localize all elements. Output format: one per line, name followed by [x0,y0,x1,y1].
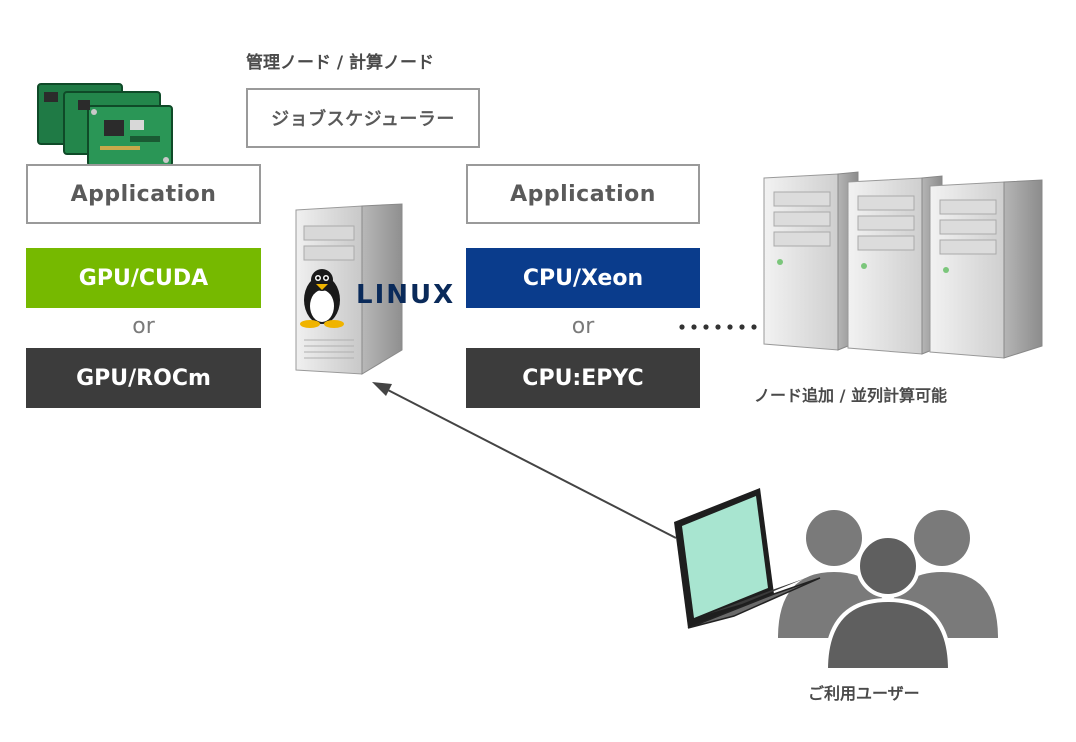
right-or-label: or [571,314,595,339]
tower-server-icon [295,203,403,375]
users-caption: ご利用ユーザー [808,684,920,703]
gpu-cuda-label: GPU/CUDA [78,265,209,291]
left-application-box: Application [26,164,261,224]
cpu-epyc-label: CPU:EPYC [522,365,644,391]
server-rack-icon [763,171,1043,359]
left-or-label: or [132,314,155,339]
users-icon [778,510,998,672]
right-application-box: Application [466,164,700,224]
cluster-caption: ノード追加 / 並列計算可能 [754,386,947,405]
scheduler-box: ジョブスケジューラー [246,88,480,148]
gpu-rocm-label: GPU/ROCm [76,365,211,391]
right-application-label: Application [510,181,656,207]
laptop-icon [674,488,821,629]
cpu-xeon-box: CPU/Xeon [466,248,700,308]
gpu-rocm-box: GPU/ROCm [26,348,261,408]
gpu-cuda-box: GPU/CUDA [26,248,261,308]
head-node-title: 管理ノード / 計算ノード [246,53,435,73]
scheduler-label: ジョブスケジューラー [271,109,455,130]
gpu-boards-icon [37,83,173,167]
cpu-xeon-label: CPU/Xeon [522,265,644,291]
left-application-label: Application [70,181,217,207]
dotted-connector [679,324,757,330]
tux-penguin-icon [300,269,344,328]
linux-label: LINUX [356,280,456,310]
cpu-epyc-box: CPU:EPYC [466,348,700,408]
